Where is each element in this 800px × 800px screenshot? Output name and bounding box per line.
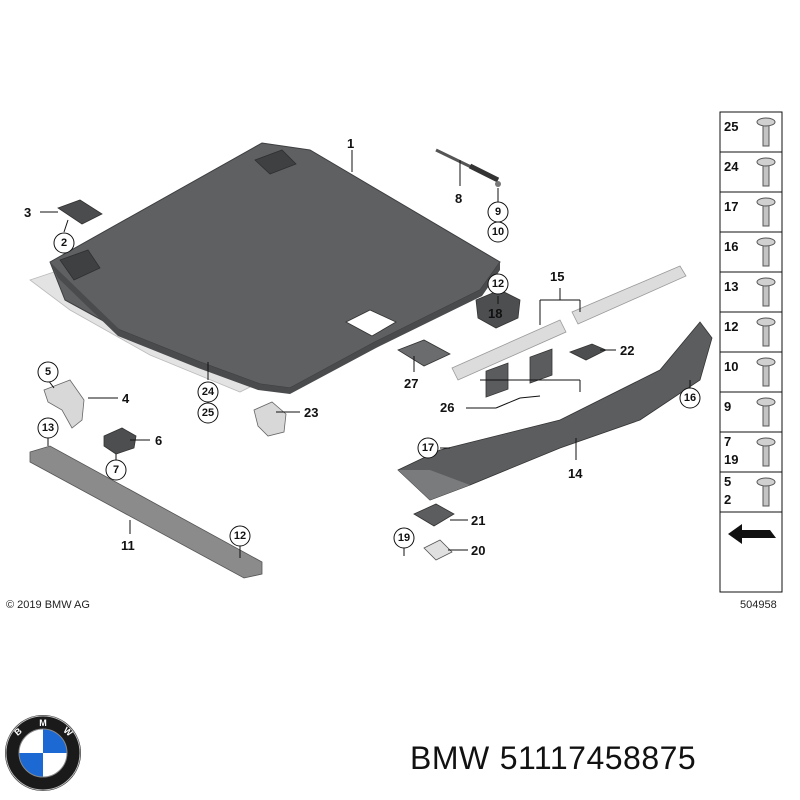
fastener-icon xyxy=(756,117,776,147)
part-14-rear-trim xyxy=(397,321,713,501)
callout-26: 26 xyxy=(440,400,454,415)
part-8-strut xyxy=(435,148,501,187)
fastener-icon xyxy=(756,277,776,307)
callout-14: 14 xyxy=(568,466,583,481)
callout-22: 22 xyxy=(620,343,634,358)
circled-16: 16 xyxy=(684,392,696,404)
copyright: © 2019 BMW AG xyxy=(6,599,90,611)
part-3-cover xyxy=(57,199,103,225)
fastener-icon xyxy=(756,397,776,427)
fastener-label-12: 12 xyxy=(724,319,738,334)
part-22-clip xyxy=(568,343,607,361)
circled-callouts: 2 9 10 12 24 25 5 13 7 12 16 17 19 xyxy=(37,201,701,549)
callout-23: 23 xyxy=(304,405,318,420)
diagram-number: 504958 xyxy=(740,599,777,611)
circled-2: 2 xyxy=(61,237,67,249)
bmw-logo: M B W xyxy=(5,715,81,791)
circled-19: 19 xyxy=(398,532,410,544)
callout-6: 6 xyxy=(155,433,162,448)
callout-3: 3 xyxy=(24,205,31,220)
direction-arrow-icon xyxy=(728,524,776,544)
part-number: 51117458875 xyxy=(499,740,697,776)
fastener-label-17: 17 xyxy=(724,199,738,214)
circled-10: 10 xyxy=(492,226,504,238)
circled-12-top: 12 xyxy=(492,278,504,290)
callout-20: 20 xyxy=(471,543,485,558)
fastener-label-10: 10 xyxy=(724,359,738,374)
circled-7: 7 xyxy=(113,464,119,476)
callout-4: 4 xyxy=(122,391,130,406)
floor-panel xyxy=(29,142,501,394)
circled-12-bottom: 12 xyxy=(234,530,246,542)
callout-18: 18 xyxy=(488,306,502,321)
circled-17: 17 xyxy=(422,442,434,454)
callout-15: 15 xyxy=(550,269,564,284)
part-11-rail xyxy=(29,445,263,579)
fastener-icon xyxy=(756,157,776,187)
fastener-label-7: 7 xyxy=(724,434,731,449)
fastener-legend: 25 24 17 16 13 12 10 9 7 19 5 2 xyxy=(719,111,783,593)
fastener-icon xyxy=(756,477,776,507)
svg-text:B: B xyxy=(12,725,24,737)
fastener-icon xyxy=(756,237,776,267)
fastener-label-24: 24 xyxy=(724,159,739,174)
part-23-bracket xyxy=(253,401,287,437)
fastener-label-16: 16 xyxy=(724,239,738,254)
callout-8: 8 xyxy=(455,191,462,206)
part-21-clip xyxy=(413,503,455,527)
circled-24: 24 xyxy=(202,386,215,398)
circled-5: 5 xyxy=(45,366,51,378)
part-27-grille xyxy=(397,339,451,367)
fastener-label-2: 2 xyxy=(724,492,731,507)
fastener-icon xyxy=(756,357,776,387)
callout-11: 11 xyxy=(121,538,135,553)
fastener-icon xyxy=(756,317,776,347)
circled-9: 9 xyxy=(495,206,501,218)
brand-name: BMW xyxy=(410,740,490,776)
svg-text:M: M xyxy=(39,718,47,728)
fastener-label-19: 19 xyxy=(724,452,738,467)
callout-labels: 1 3 8 15 18 22 27 26 4 23 6 14 11 21 20 xyxy=(24,136,634,558)
fastener-icon xyxy=(756,437,776,467)
part-20-clip xyxy=(423,539,453,561)
fastener-label-5: 5 xyxy=(724,474,731,489)
circled-25: 25 xyxy=(202,407,214,419)
callout-1: 1 xyxy=(347,136,354,151)
fastener-label-9: 9 xyxy=(724,399,731,414)
part-15-strips xyxy=(451,265,687,381)
fastener-label-13: 13 xyxy=(724,279,738,294)
fastener-label-25: 25 xyxy=(724,119,738,134)
part-6-hook xyxy=(103,427,137,455)
part-4-bracket xyxy=(43,379,85,429)
circled-13: 13 xyxy=(42,422,54,434)
callout-27: 27 xyxy=(404,376,418,391)
callout-21: 21 xyxy=(471,513,485,528)
fastener-icon xyxy=(756,197,776,227)
